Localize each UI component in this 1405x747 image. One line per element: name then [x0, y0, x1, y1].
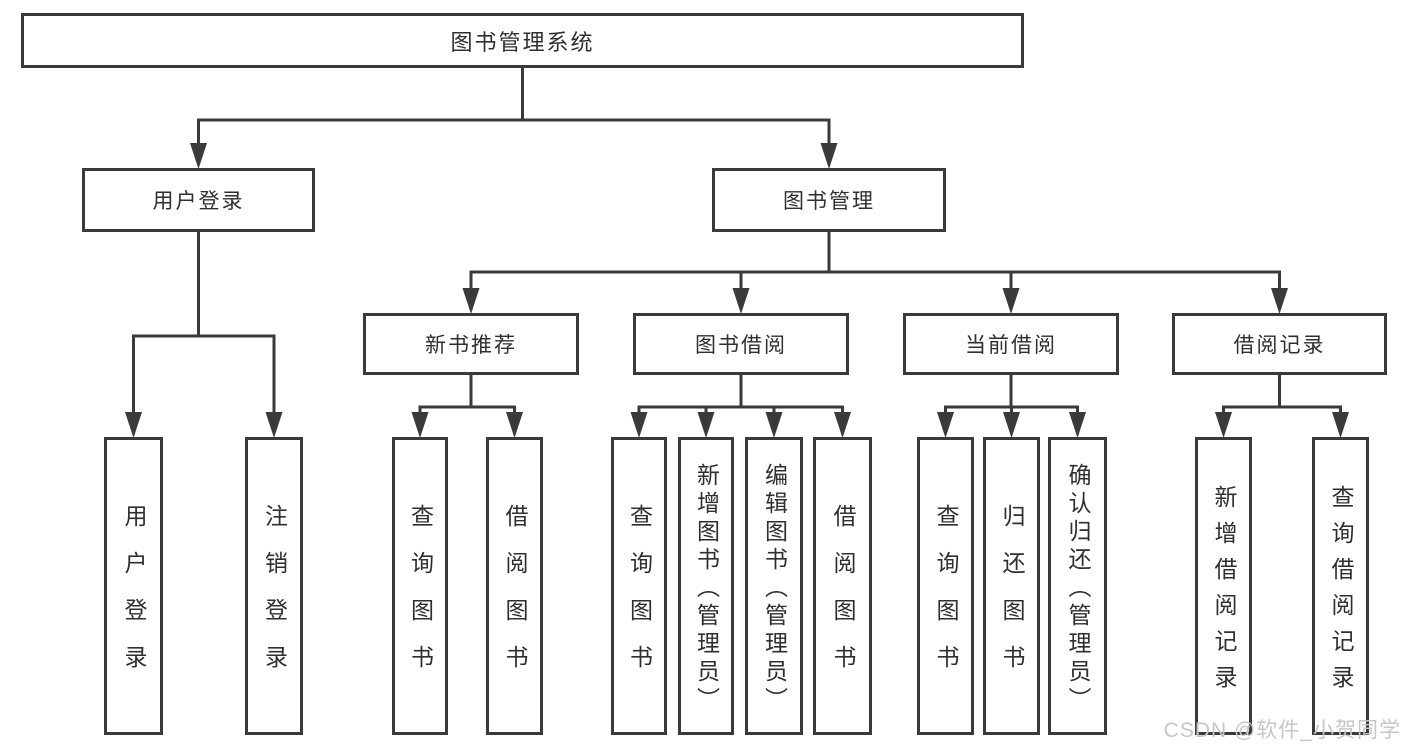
node-new-book-rec: 新书推荐	[363, 313, 579, 375]
watermark: CSDN @软件_小贺同学	[1163, 719, 1401, 742]
node-leaf-query-record: 查询借阅记录	[1312, 437, 1369, 735]
arrowhead-down-icon	[190, 143, 207, 169]
node-borrow-record: 借阅记录	[1172, 313, 1387, 375]
node-label-leaf-query-book-1: 查询图书	[407, 504, 434, 692]
node-label-leaf-user-login: 用户登录	[121, 504, 147, 692]
node-label-book-mgmt: 图书管理	[783, 190, 875, 213]
arrowhead-down-icon	[1069, 412, 1086, 438]
node-leaf-return-book: 归还图书	[983, 437, 1040, 735]
arrowhead-down-icon	[125, 412, 142, 438]
node-label-book-borrow: 图书借阅	[695, 334, 787, 357]
node-leaf-query-book-2: 查询图书	[611, 437, 667, 735]
arrowhead-down-icon	[411, 412, 429, 438]
node-leaf-edit-book: 编辑图书（管理员）	[745, 437, 803, 735]
node-label-leaf-confirm-return: 确认归还（管理员）	[1065, 462, 1091, 715]
node-leaf-user-login: 用户登录	[104, 437, 163, 735]
arrowhead-down-icon	[462, 288, 480, 314]
node-label-leaf-query-book-3: 查询图书	[933, 504, 959, 692]
node-label-leaf-query-record: 查询借阅记录	[1328, 484, 1354, 701]
node-label-leaf-borrow-book-1: 借阅图书	[502, 504, 528, 692]
node-user-login: 用户登录	[82, 168, 315, 232]
arrowhead-down-icon	[1271, 288, 1288, 314]
arrowhead-down-icon	[630, 412, 648, 438]
node-book-mgmt: 图书管理	[712, 168, 946, 232]
node-label-root: 图书管理系统	[450, 29, 595, 55]
node-label-leaf-edit-book: 编辑图书（管理员）	[761, 462, 788, 715]
node-leaf-add-record: 新增借阅记录	[1195, 437, 1252, 735]
node-label-leaf-return-book: 归还图书	[999, 504, 1025, 692]
node-label-leaf-borrow-book-2: 借阅图书	[830, 504, 856, 692]
node-leaf-logout: 注销登录	[245, 437, 303, 735]
arrowhead-down-icon	[265, 412, 283, 438]
arrowhead-down-icon	[765, 412, 783, 438]
arrowhead-down-icon	[834, 412, 851, 438]
node-label-leaf-query-book-2: 查询图书	[626, 504, 653, 692]
arrowhead-down-icon	[1215, 412, 1232, 438]
arrowhead-down-icon	[732, 288, 750, 314]
arrowhead-down-icon	[697, 412, 715, 438]
node-leaf-borrow-book-1: 借阅图书	[486, 437, 543, 735]
node-leaf-confirm-return: 确认归还（管理员）	[1048, 437, 1107, 735]
node-leaf-query-book-1: 查询图书	[392, 437, 448, 735]
node-root: 图书管理系统	[21, 13, 1024, 68]
arrowhead-down-icon	[506, 412, 523, 438]
arrowhead-down-icon	[820, 143, 838, 169]
node-label-user-login: 用户登录	[152, 190, 245, 213]
node-label-leaf-logout: 注销登录	[261, 504, 288, 692]
arrowhead-down-icon	[1332, 412, 1349, 438]
node-label-borrow-record: 借阅记录	[1233, 334, 1326, 357]
node-current-borrow: 当前借阅	[903, 313, 1119, 375]
node-label-leaf-add-record: 新增借阅记录	[1211, 484, 1237, 701]
arrowhead-down-icon	[937, 412, 954, 438]
node-label-leaf-add-book: 新增图书（管理员）	[693, 462, 720, 715]
node-label-current-borrow: 当前借阅	[965, 334, 1057, 357]
node-leaf-add-book: 新增图书（管理员）	[678, 437, 734, 735]
node-label-new-book-rec: 新书推荐	[425, 334, 517, 357]
node-leaf-borrow-book-2: 借阅图书	[813, 437, 872, 735]
arrowhead-down-icon	[1003, 412, 1020, 438]
arrowhead-down-icon	[1002, 288, 1020, 314]
node-book-borrow: 图书借阅	[633, 313, 849, 375]
node-leaf-query-book-3: 查询图书	[917, 437, 974, 735]
